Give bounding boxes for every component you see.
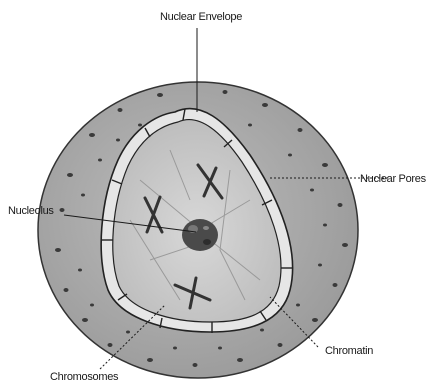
nucleolus	[182, 219, 218, 251]
label-nucleolus: Nucleolus	[8, 205, 54, 217]
label-chromatin: Chromatin	[325, 345, 373, 357]
label-chromosomes: Chromosomes	[50, 371, 119, 383]
label-nuclear-pores: Nuclear Pores	[360, 173, 427, 185]
label-nuclear-envelope: Nuclear Envelope	[160, 11, 242, 23]
